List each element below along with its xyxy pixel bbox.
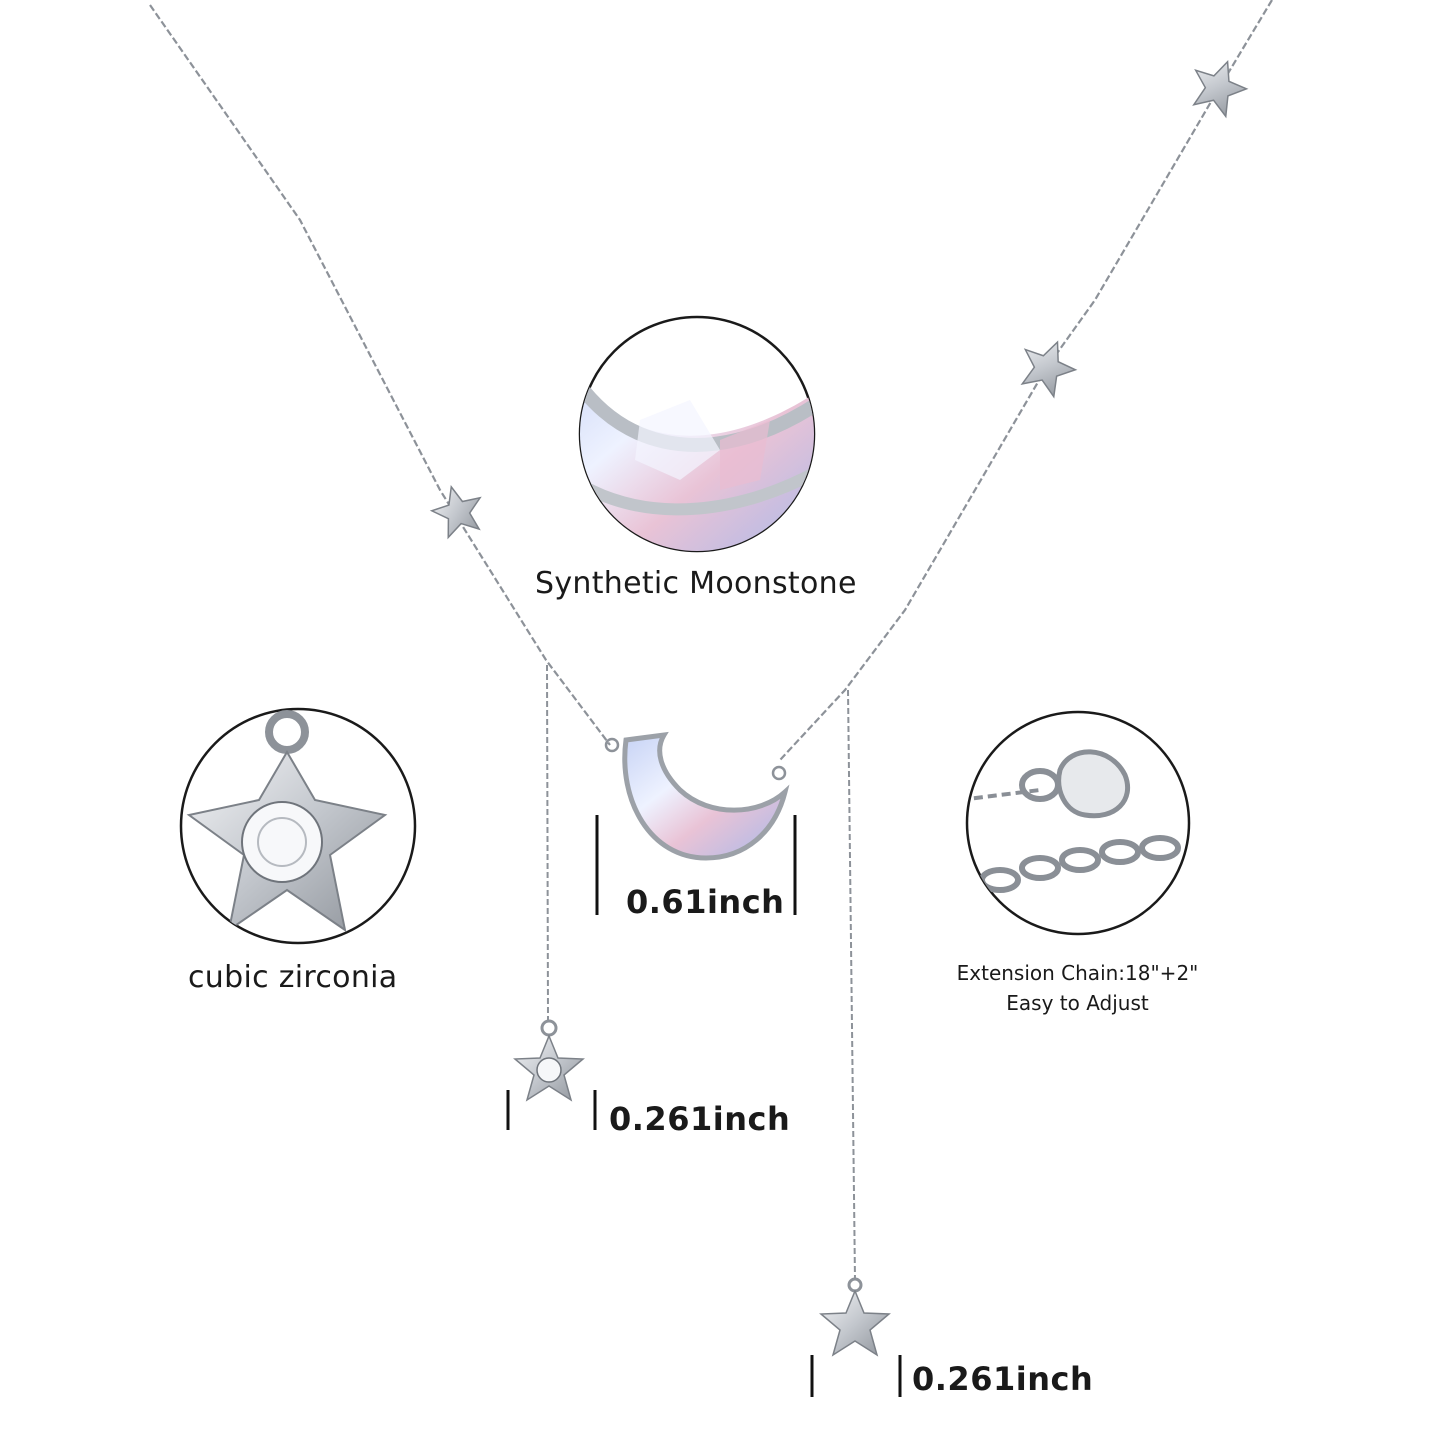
moonstone-detail-circle xyxy=(578,315,816,553)
chain-star-left xyxy=(429,484,482,540)
zirconia-detail-circle xyxy=(179,707,417,945)
zirconia-label: cubic zirconia xyxy=(188,960,398,995)
bottom-star-size-label: 0.261inch xyxy=(912,1360,1094,1398)
drop-chains xyxy=(546,664,856,1281)
measure-bars xyxy=(506,815,902,1397)
clasp-detail-circle xyxy=(965,710,1191,936)
moon-pendant xyxy=(604,731,790,861)
chain-star-right-upper xyxy=(1192,59,1249,119)
chain-star-right-lower xyxy=(1020,340,1078,399)
moon-size-label: 0.61inch xyxy=(626,883,785,921)
bottom-star-pendant xyxy=(819,1277,891,1357)
small-star-pendant xyxy=(513,1019,585,1102)
chain-left xyxy=(149,4,611,746)
moonstone-label: Synthetic Moonstone xyxy=(535,566,857,601)
extension-chain-line2: Easy to Adjust xyxy=(1006,991,1149,1015)
extension-chain-label: Extension Chain:18"+2" Easy to Adjust xyxy=(945,958,1210,1018)
extension-chain-line1: Extension Chain:18"+2" xyxy=(956,961,1199,985)
small-star-size-label: 0.261inch xyxy=(609,1100,791,1138)
